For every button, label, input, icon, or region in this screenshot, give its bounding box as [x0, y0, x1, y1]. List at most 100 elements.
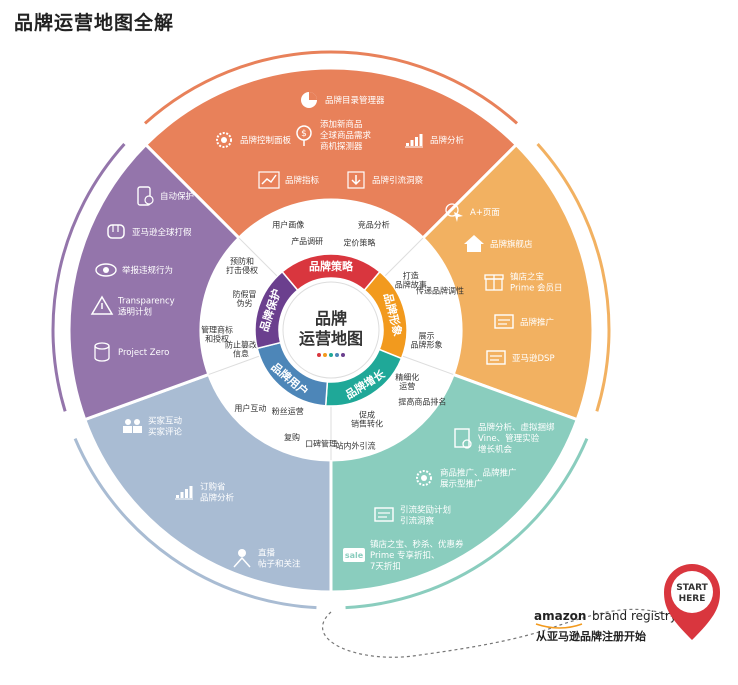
tool-item-strategy[interactable]: 品牌目录管理器 — [301, 92, 385, 108]
tool-item-strategy[interactable]: 品牌引流洞察 — [347, 171, 424, 189]
tool-label: 品牌推广 — [520, 317, 554, 328]
inner-label-user: 粉丝运营 — [272, 406, 304, 416]
warning-icon — [90, 295, 114, 315]
pin-line1: START — [676, 583, 708, 593]
bar-chart-icon — [405, 134, 423, 148]
tool-item-protect[interactable]: 自动保护 — [137, 186, 194, 206]
center-dot — [329, 353, 333, 357]
dashed-trail — [322, 608, 681, 658]
center-hub: 品牌运营地图 — [282, 281, 380, 379]
ring-arc-growth — [345, 438, 589, 610]
tool-item-growth[interactable]: 商品推广、品牌推广展示型推广 — [416, 468, 517, 490]
inner-label-image: 打造品牌故事 — [395, 271, 427, 290]
inner-label-image: 传递品牌调性 — [416, 285, 464, 295]
inner-divider — [238, 237, 278, 277]
cursor-icon — [445, 203, 463, 222]
inner-label-image: 展示品牌形象 — [410, 332, 442, 350]
center-line2: 运营地图 — [299, 329, 363, 348]
center-line1: 品牌 — [315, 309, 347, 328]
line-chart-icon — [258, 171, 280, 189]
inner-label-protect: 防假冒伪劣 — [233, 289, 257, 308]
pin-line2: HERE — [679, 594, 706, 604]
tool-item-strategy[interactable]: $ 添加新商品全球商品需求商机探测器 — [296, 119, 372, 152]
tool-label: 引流奖励计划引流洞察 — [400, 505, 451, 527]
tool-label: 品牌目录管理器 — [325, 95, 385, 106]
tool-item-image[interactable]: 亚马逊DSP — [486, 350, 555, 365]
tool-item-strategy[interactable]: 品牌指标 — [258, 171, 320, 189]
ring-arc-image — [536, 142, 611, 412]
tool-label: 直播帖子和关注 — [258, 548, 301, 570]
ring-arc-strategy — [143, 50, 519, 125]
tool-item-user[interactable]: 直播帖子和关注 — [233, 548, 301, 570]
inner-divider — [402, 355, 454, 375]
inner-label-protect: 预防和打击侵权 — [226, 256, 258, 275]
inner-label-protect: 防止篡改信息 — [225, 340, 257, 359]
tool-label: 亚马逊DSP — [512, 353, 555, 364]
ring-arc-protect — [51, 142, 126, 412]
inner-divider — [384, 237, 424, 277]
inner-label-user: 复购 — [284, 432, 300, 442]
tool-label: Project Zero — [118, 348, 169, 358]
tool-item-image[interactable]: 品牌推广 — [494, 314, 554, 329]
eye-icon — [95, 263, 117, 277]
tool-item-user[interactable]: 订购省品牌分析 — [175, 482, 235, 504]
store-icon — [464, 235, 484, 252]
svg-text:sale: sale — [345, 551, 364, 560]
tv-icon — [374, 507, 394, 522]
pin-inner-circle — [671, 571, 713, 613]
tool-label: 举报违规行为 — [122, 265, 173, 276]
gift-icon — [484, 274, 504, 291]
tool-item-protect[interactable]: 亚马逊全球打假 — [107, 224, 192, 239]
tool-label: 品牌旗舰店 — [490, 239, 533, 250]
dollar-bulb-icon: $ — [296, 125, 312, 146]
inner-label-growth: 站内外引流 — [336, 440, 376, 450]
tool-item-growth[interactable]: 引流奖励计划引流洞察 — [374, 505, 451, 527]
sun-icon — [416, 470, 432, 486]
tool-label: 品牌指标 — [285, 175, 320, 186]
bar-chart-icon — [175, 486, 193, 500]
inner-divider — [208, 355, 260, 375]
center-circle — [282, 281, 380, 379]
inner-label-strategy: 定价策略 — [343, 238, 375, 248]
document-icon — [454, 428, 472, 449]
promo-icon — [494, 314, 514, 329]
page-title: 品牌运营地图全解 — [14, 12, 175, 34]
band-protect — [254, 270, 299, 350]
pie-chart-icon — [301, 92, 317, 108]
svg-text:$: $ — [301, 129, 307, 139]
tool-label: 亚马逊全球打假 — [132, 227, 192, 238]
tool-item-protect[interactable]: 举报违规行为 — [95, 263, 173, 277]
tool-label: 商品推广、品牌推广展示型推广 — [440, 468, 517, 490]
inner-label-growth: 促成销售转化 — [351, 410, 383, 429]
tool-item-protect[interactable]: Project Zero — [94, 342, 169, 362]
inner-label-growth: 提高商品排名 — [398, 396, 446, 406]
tool-item-image[interactable]: 品牌旗舰店 — [464, 235, 533, 252]
tool-item-strategy[interactable]: 品牌控制面板 — [216, 132, 292, 148]
amazon-logo-text: amazon — [534, 609, 586, 623]
download-icon — [347, 171, 365, 189]
inner-label-protect: 管理商标和授权 — [201, 324, 233, 343]
ring-arc-user — [73, 438, 317, 610]
tool-item-strategy[interactable]: 品牌分析 — [405, 134, 465, 148]
tool-label: 品牌分析 — [430, 135, 465, 146]
tool-label: 添加新商品全球商品需求商机探测器 — [320, 119, 372, 152]
tool-item-image[interactable]: A+页面 — [445, 203, 500, 222]
tool-label: 品牌控制面板 — [240, 135, 292, 146]
tool-items: 品牌目录管理器品牌控制面板$添加新商品全球商品需求商机探测器品牌分析品牌指标品牌… — [90, 92, 563, 572]
sale-icon: sale — [343, 548, 365, 562]
tool-item-user[interactable]: 买家互动买家评论 — [123, 416, 183, 438]
people-icon — [123, 419, 142, 433]
tool-label: 订购省品牌分析 — [200, 482, 235, 504]
dsp-icon — [486, 350, 506, 365]
center-dot — [323, 353, 327, 357]
